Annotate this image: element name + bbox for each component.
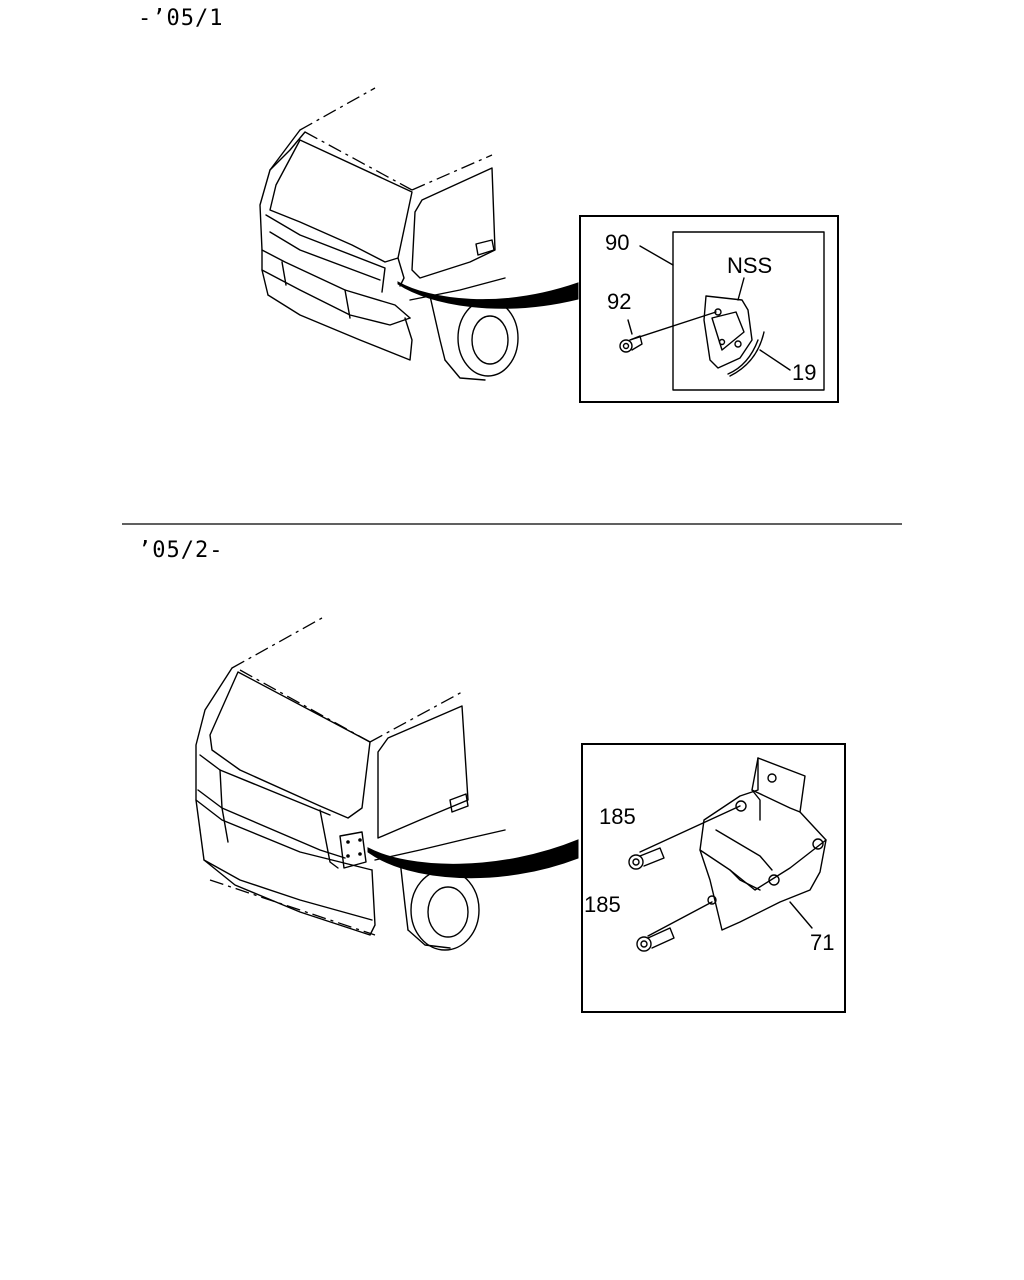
callout-19: 19 bbox=[792, 360, 817, 385]
truck-cab-illustration-top bbox=[259, 87, 579, 381]
truck-cab-illustration-bottom bbox=[195, 617, 579, 951]
callout-185-lower: 185 bbox=[584, 892, 621, 917]
detail-box-bottom bbox=[581, 743, 846, 1013]
callout-92: 92 bbox=[607, 289, 632, 314]
callout-90: 90 bbox=[605, 230, 630, 255]
range-label-bottom: ’05/2- bbox=[138, 538, 224, 563]
callout-185-upper: 185 bbox=[599, 804, 636, 829]
callout-71: 71 bbox=[810, 930, 835, 955]
callout-nss: NSS bbox=[727, 253, 773, 278]
range-label-top: -’05/1 bbox=[138, 6, 224, 31]
detail-box-top bbox=[579, 215, 839, 403]
